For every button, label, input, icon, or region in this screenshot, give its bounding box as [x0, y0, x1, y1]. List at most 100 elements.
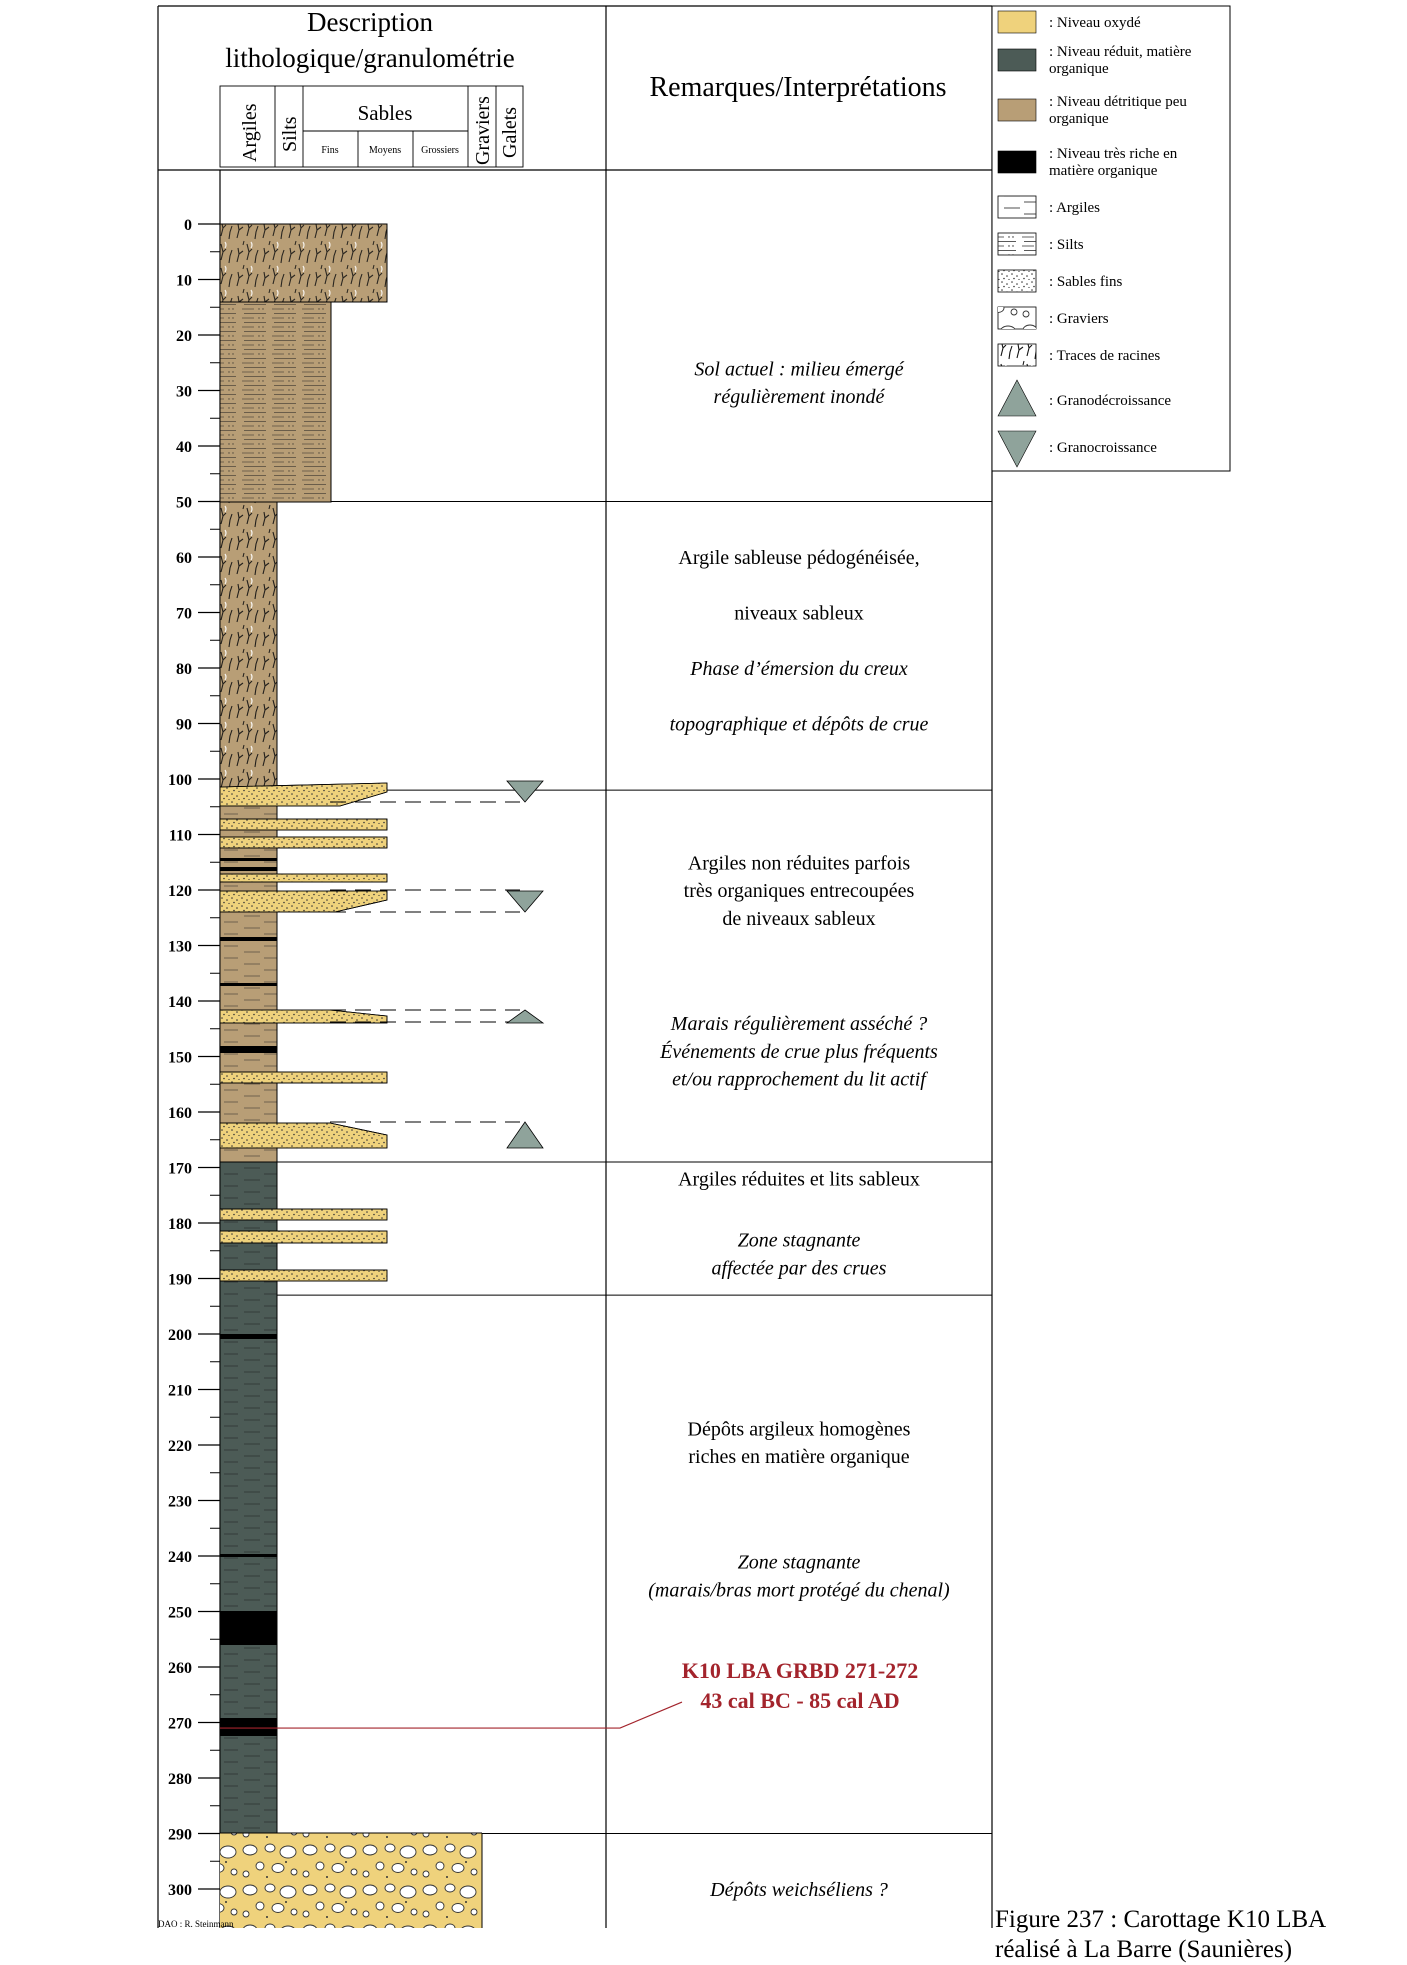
depth-label: 230 — [168, 1494, 192, 1511]
remark-line: affectée par des crues — [712, 1257, 887, 1279]
remark-line: Événements de crue plus fréquents — [659, 1040, 938, 1063]
dating-sample-label: K10 LBA GRBD 271-272 — [682, 1658, 919, 1683]
sand-lenses — [219, 782, 388, 1282]
grain-label-galets: Galets — [499, 107, 521, 158]
grain-label-sables: Sables — [358, 101, 413, 125]
legend-item: : Silts — [997, 232, 1084, 256]
dating-marker: K10 LBA GRBD 271-272 43 cal BC - 85 cal … — [220, 1658, 919, 1729]
depth-label: 90 — [176, 717, 192, 734]
legend-item: : Granodécroissance — [997, 379, 1171, 417]
dating-leader-line — [220, 1701, 683, 1729]
grain-label-silts: Silts — [279, 116, 301, 152]
legend-label: matière organique — [1049, 163, 1158, 179]
depth-label: 290 — [168, 1827, 192, 1844]
depth-label: 210 — [168, 1383, 192, 1400]
depth-label: 0 — [184, 217, 192, 234]
clay-pattern-icon — [997, 195, 1037, 219]
granodecroissance-triangle-icon — [505, 1009, 545, 1024]
depth-label: 50 — [176, 495, 192, 512]
legend-item: : Traces de racines — [997, 343, 1160, 367]
figure-caption: Figure 237 : Carottage K10 LBA réalisé à… — [995, 1905, 1400, 1965]
depth-label: 70 — [176, 606, 192, 623]
legend-item: : Argiles — [997, 195, 1100, 219]
description-title: Description — [307, 7, 433, 37]
legend: : Niveau oxydé : Niveau réduit, matièreor… — [991, 5, 1231, 472]
depth-label: 170 — [168, 1161, 192, 1178]
remark-line: régulièrement inondé — [714, 386, 886, 408]
depth-label: 10 — [176, 273, 192, 290]
depth-label: 260 — [168, 1660, 192, 1677]
grain-label-moyens: Moyens — [369, 145, 401, 156]
legend-item: : Granocroissance — [997, 430, 1157, 468]
grain-label-fins: Fins — [321, 145, 338, 156]
silt-pattern-icon — [997, 232, 1037, 256]
grain-size-scale — [219, 85, 524, 168]
remark-line: topographique et dépôts de crue — [670, 714, 929, 736]
grain-label-argiles: Argiles — [239, 103, 261, 162]
remark-line: Dépôts weichséliens ? — [709, 1879, 888, 1901]
legend-label: : Traces de racines — [1049, 348, 1160, 364]
depth-label: 110 — [169, 828, 192, 845]
depth-label: 130 — [168, 939, 192, 956]
legend-label: : Niveau réduit, matière — [1049, 44, 1192, 60]
depth-label: 280 — [168, 1771, 192, 1788]
legend-label: : Silts — [1049, 237, 1084, 253]
remark-line: riches en matière organique — [688, 1446, 909, 1468]
grain-label-grossiers: Grossiers — [421, 145, 459, 156]
remark-line: Zone stagnante — [738, 1552, 861, 1574]
depth-label: 200 — [168, 1327, 192, 1344]
depth-label: 100 — [168, 772, 192, 789]
root-traces-icon — [997, 343, 1037, 367]
depth-label: 240 — [168, 1549, 192, 1566]
remark-line: niveaux sableux — [734, 603, 863, 625]
remark-line: Argiles non réduites parfois — [688, 852, 911, 874]
remark-line: Marais régulièrement asséché ? — [670, 1013, 927, 1035]
caption-line-1: Figure 237 : Carottage K10 LBA — [995, 1906, 1327, 1933]
legend-item: : Sables fins — [997, 269, 1122, 293]
depth-label: 220 — [168, 1438, 192, 1455]
organic-rich-swatch — [997, 150, 1037, 174]
depth-label: 60 — [176, 550, 192, 567]
reduced-swatch — [997, 48, 1037, 72]
legend-label: : Niveau détritique peu — [1049, 94, 1187, 110]
granodecroissance-triangle-icon — [506, 1121, 544, 1149]
legend-label: : Graviers — [1049, 311, 1109, 327]
lithologic-column — [219, 223, 483, 1928]
remarks-title: Remarques/Interprétations — [649, 72, 946, 103]
caption-line-2: réalisé à La Barre (Saunières) — [995, 1936, 1293, 1963]
legend-item: : Graviers — [997, 306, 1109, 330]
fine-sand-pattern-icon — [997, 269, 1037, 293]
remarks-column: Sol actuel : milieu émergérégulièrement … — [648, 358, 950, 1901]
legend-item: : Niveau oxydé — [997, 10, 1141, 34]
depth-label: 300 — [168, 1882, 192, 1899]
remark-line: Zone stagnante — [738, 1230, 861, 1252]
depth-label: 80 — [176, 661, 192, 678]
remark-line: très organiques entrecoupées — [684, 880, 915, 902]
legend-label: : Granodécroissance — [1049, 393, 1171, 409]
gravel-pattern-icon — [997, 306, 1037, 330]
legend-label: : Niveau oxydé — [1049, 15, 1141, 31]
table-header: Description lithologique/granulométrie R… — [219, 7, 947, 168]
grain-label-graviers: Graviers — [472, 96, 494, 165]
depth-label: 120 — [168, 883, 192, 900]
sequence-trends — [330, 780, 545, 1149]
depth-label: 20 — [176, 328, 192, 345]
granocroissance-triangle-icon — [506, 780, 544, 803]
organic-bands-lower — [220, 1334, 277, 1736]
depth-label: 180 — [168, 1216, 192, 1233]
depth-axis: 0102030405060708090100110120130140150160… — [168, 217, 220, 1899]
description-subtitle: lithologique/granulométrie — [225, 43, 514, 73]
fining-upward-triangle-icon — [997, 379, 1037, 417]
depth-label: 160 — [168, 1105, 192, 1122]
legend-label: : Sables fins — [1049, 274, 1122, 290]
legend-label: organique — [1049, 61, 1109, 77]
depth-label: 30 — [176, 384, 192, 401]
depth-label: 250 — [168, 1605, 192, 1622]
legend-label: : Niveau très riche en — [1049, 146, 1178, 162]
granocroissance-triangle-icon — [506, 890, 544, 913]
coarsening-upward-triangle-icon — [997, 430, 1037, 468]
depth-label: 40 — [176, 439, 192, 456]
remark-line: Phase d’émersion du creux — [689, 658, 908, 680]
